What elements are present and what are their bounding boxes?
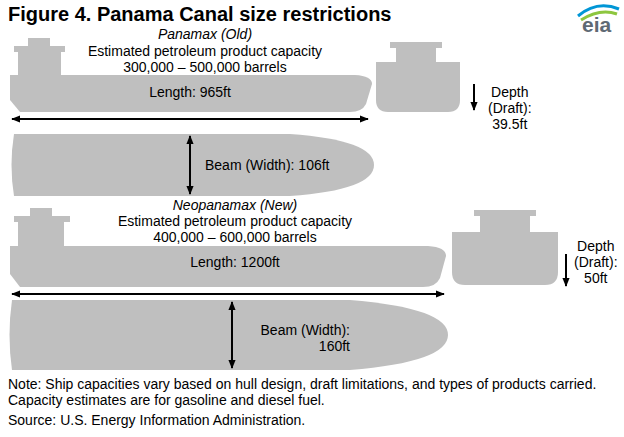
capacity-label: Estimated petroleum product capacity (118, 213, 352, 229)
figure-title: Figure 4. Panama Canal size restrictions (8, 2, 391, 26)
ship-class-heading: Neopanamax (New) (173, 197, 298, 213)
panamax-front (376, 42, 460, 112)
length-arrow (12, 293, 444, 295)
panamax-side (10, 38, 372, 112)
beam-arrow (189, 136, 191, 194)
neopanamax-top (10, 300, 449, 370)
beam-arrow (231, 302, 233, 368)
capacity-value: 400,000 – 600,000 barrels (153, 229, 316, 245)
capacity-value: 300,000 – 500,000 barrels (123, 59, 286, 75)
source-note: Source: U.S. Energy Information Administ… (8, 412, 305, 428)
capacity-label: Estimated petroleum product capacity (88, 43, 322, 59)
depth-dimension: Depth (Draft): 50ft (574, 238, 618, 286)
neopanamax-side (10, 208, 446, 287)
depth-dimension: Depth (Draft): 39.5ft (488, 84, 532, 132)
length-dimension: Length: 965ft (149, 84, 231, 100)
panamax-top (12, 134, 375, 196)
beam-dimension: Beam (Width): 106ft (205, 157, 330, 173)
beam-dimension: Beam (Width): 160ft (250, 322, 350, 354)
length-dimension: Length: 1200ft (190, 254, 280, 270)
footnote: Note: Ship capacities vary based on hull… (8, 376, 614, 408)
length-arrow (12, 118, 368, 120)
ship-class-heading: Panamax (Old) (158, 26, 252, 42)
logo-text: eia (582, 14, 611, 36)
neopanamax-front (452, 210, 558, 285)
depth-arrow (565, 254, 567, 286)
depth-arrow (473, 84, 475, 110)
